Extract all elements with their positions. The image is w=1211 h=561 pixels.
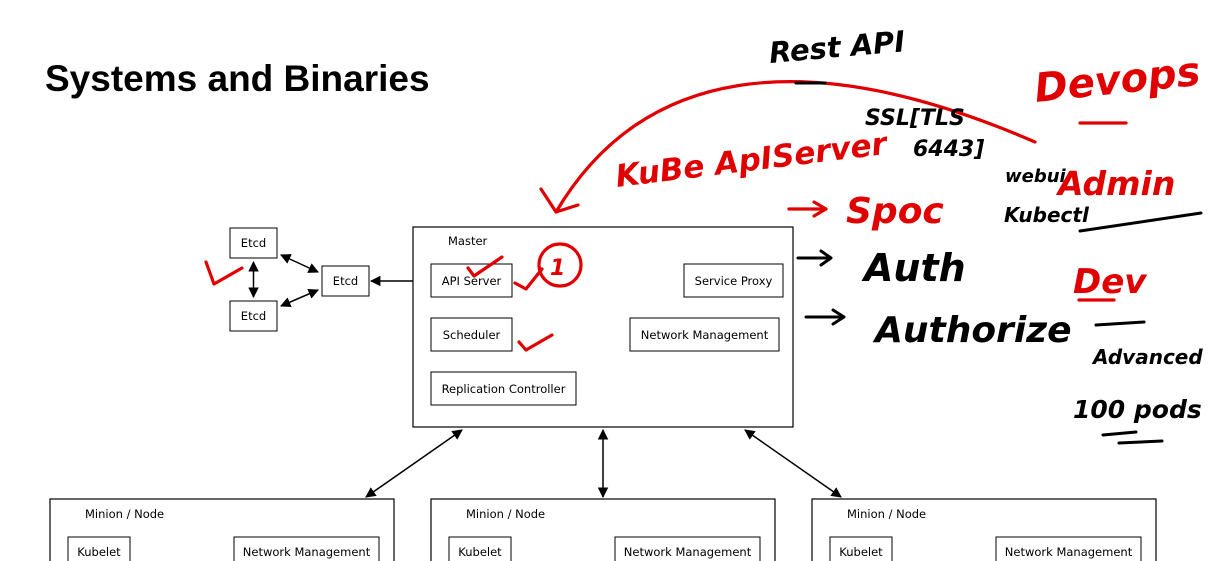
webui-note: webui	[1005, 166, 1067, 187]
rest-api-note: Rest API	[768, 24, 907, 70]
step-number: 1	[550, 256, 565, 281]
etcd-node-2: Etcd	[321, 265, 370, 297]
admin-note: Admin	[1055, 164, 1175, 203]
service-proxy-label: Service Proxy	[695, 274, 773, 288]
master-minion-link-1	[365, 429, 463, 498]
minion-network-management-2: Network Management	[624, 545, 752, 559]
api-tick-connector	[513, 267, 544, 291]
advanced-note: Advanced	[1091, 345, 1203, 369]
auth-note: Auth	[861, 246, 966, 290]
step-circle	[537, 242, 583, 288]
spoc-arrow	[787, 200, 828, 218]
minion-kubelet-1: Kubelet	[77, 545, 121, 559]
etcd-checkmark	[204, 260, 244, 286]
dev-note: Dev	[1073, 262, 1148, 302]
scheduler-checkmark	[517, 333, 554, 352]
minion-network-management-3: Network Management	[1005, 545, 1133, 559]
etcd-link-upper	[280, 254, 319, 273]
spoc-note: Spoc	[846, 191, 944, 232]
red-ink-annotations	[204, 80, 1128, 352]
black-ink-annotations	[794, 81, 1203, 445]
master-label: Master	[448, 234, 488, 248]
pods-underline	[1101, 430, 1164, 445]
port-note: 6443]	[913, 137, 984, 162]
black-ink-text: Rest API SSL[TLS 6443] Auth Authorize we…	[768, 24, 1204, 424]
kube-apiserver-note: KuBe ApIServer	[614, 126, 891, 195]
etcd-label-2: Etcd	[333, 274, 358, 288]
pods-note: 100 pods	[1073, 395, 1202, 424]
replication-controller-box: Replication Controller	[430, 371, 577, 406]
minion-label-1: Minion / Node	[85, 507, 164, 521]
minion-label-3: Minion / Node	[847, 507, 926, 521]
api-server-label: API Server	[442, 274, 502, 288]
kubectl-underline	[1078, 211, 1203, 233]
dev-underline	[1094, 320, 1146, 327]
authorize-arrow	[804, 308, 846, 326]
etcd-link-lower	[280, 288, 319, 308]
master-minion-link-3	[744, 429, 842, 498]
minion-label-2: Minion / Node	[466, 507, 545, 521]
devops-note: Devops	[1032, 49, 1202, 112]
slide-title: Systems and Binaries	[45, 58, 430, 99]
api-checkmark	[466, 255, 504, 278]
minion-network-management-1: Network Management	[243, 545, 371, 559]
master-network-management-box: Network Management	[629, 317, 780, 352]
rest-api-arc-head	[539, 187, 580, 214]
minion-kubelet-3: Kubelet	[839, 545, 883, 559]
service-proxy-box: Service Proxy	[683, 263, 784, 298]
minion-node-1: Minion / Node Kubelet Network Management	[49, 498, 395, 561]
auth-arrow	[796, 249, 833, 267]
replication-controller-label: Replication Controller	[442, 382, 566, 396]
authorize-note: Authorize	[872, 310, 1072, 351]
minion-node-2: Minion / Node Kubelet Network Management	[430, 498, 776, 561]
etcd-node-1: Etcd	[229, 227, 278, 259]
master-network-management-label: Network Management	[641, 328, 769, 342]
minion-kubelet-2: Kubelet	[458, 545, 502, 559]
minion-node-3: Minion / Node Kubelet Network Management	[811, 498, 1157, 561]
rest-api-arc	[554, 80, 1037, 214]
kubectl-note: Kubectl	[1004, 203, 1090, 227]
etcd-node-3: Etcd	[229, 300, 278, 332]
etcd-label-1: Etcd	[241, 236, 266, 250]
api-server-box: API Server	[430, 263, 513, 298]
ssl-tls-note: SSL[TLS	[865, 106, 965, 131]
scheduler-label: Scheduler	[443, 328, 501, 342]
etcd-label-3: Etcd	[241, 309, 266, 323]
scheduler-box: Scheduler	[430, 317, 513, 352]
